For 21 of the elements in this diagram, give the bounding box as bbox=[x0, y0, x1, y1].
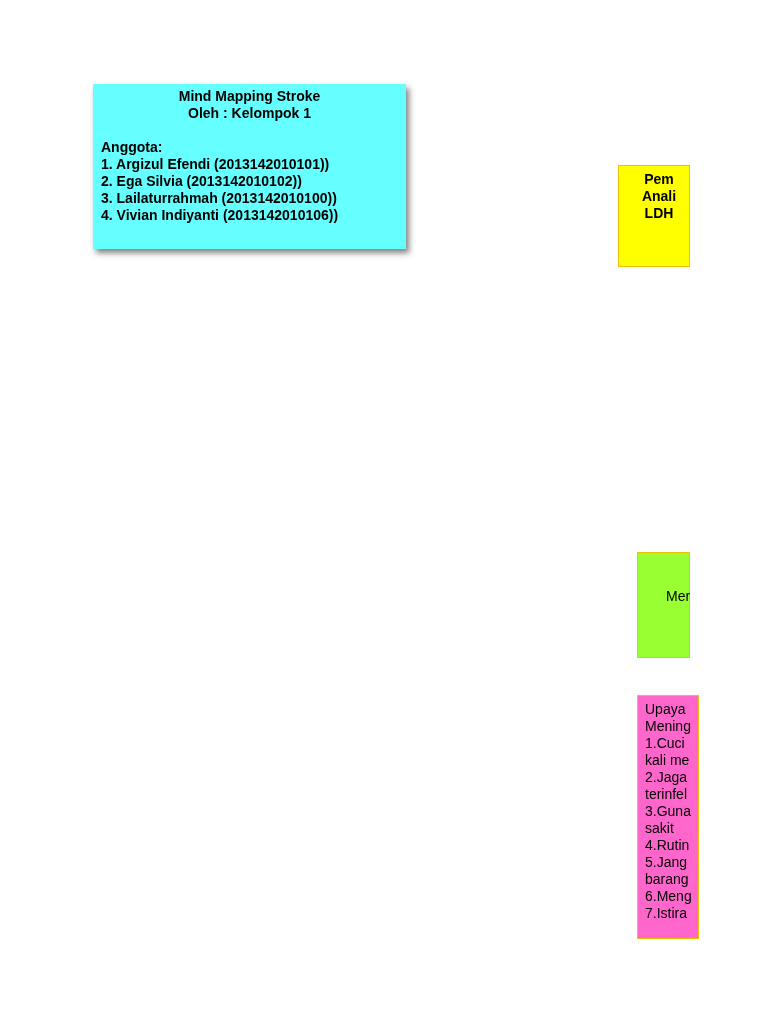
body-text: 4.Rutin bbox=[645, 837, 691, 854]
body-text: 1. Argizul Efendi (2013142010101)) bbox=[101, 156, 331, 173]
heading-text: Oleh : Kelompok 1 bbox=[187, 105, 312, 122]
title-card bbox=[93, 84, 406, 249]
body-text: Upaya Mening bbox=[645, 701, 692, 735]
body-text: Mer bbox=[666, 588, 689, 605]
body-text: 2. Ega Silvia (2013142010102)) bbox=[101, 173, 303, 190]
body-text: 7.Istira bbox=[645, 905, 688, 922]
body-text: Anggota: bbox=[101, 139, 164, 156]
body-text: 3. Lailaturrahmah (2013142010100)) bbox=[101, 190, 338, 207]
body-text: 4. Vivian Indiyanti (2013142010106)) bbox=[101, 207, 340, 224]
note-box bbox=[637, 552, 690, 658]
body-text: 3.Guna sakit bbox=[645, 803, 692, 837]
body-text: 6.Meng bbox=[645, 888, 693, 905]
note-box bbox=[637, 695, 699, 939]
body-text: 1.Cuci kali me bbox=[645, 735, 691, 769]
body-text: Pem Anali LDH bbox=[640, 171, 678, 222]
body-text: 5.Jang barang bbox=[645, 854, 690, 888]
heading-text: Mind Mapping Stroke bbox=[177, 88, 322, 105]
body-text: 2.Jaga terinfel bbox=[645, 769, 689, 803]
note-box bbox=[618, 165, 690, 267]
